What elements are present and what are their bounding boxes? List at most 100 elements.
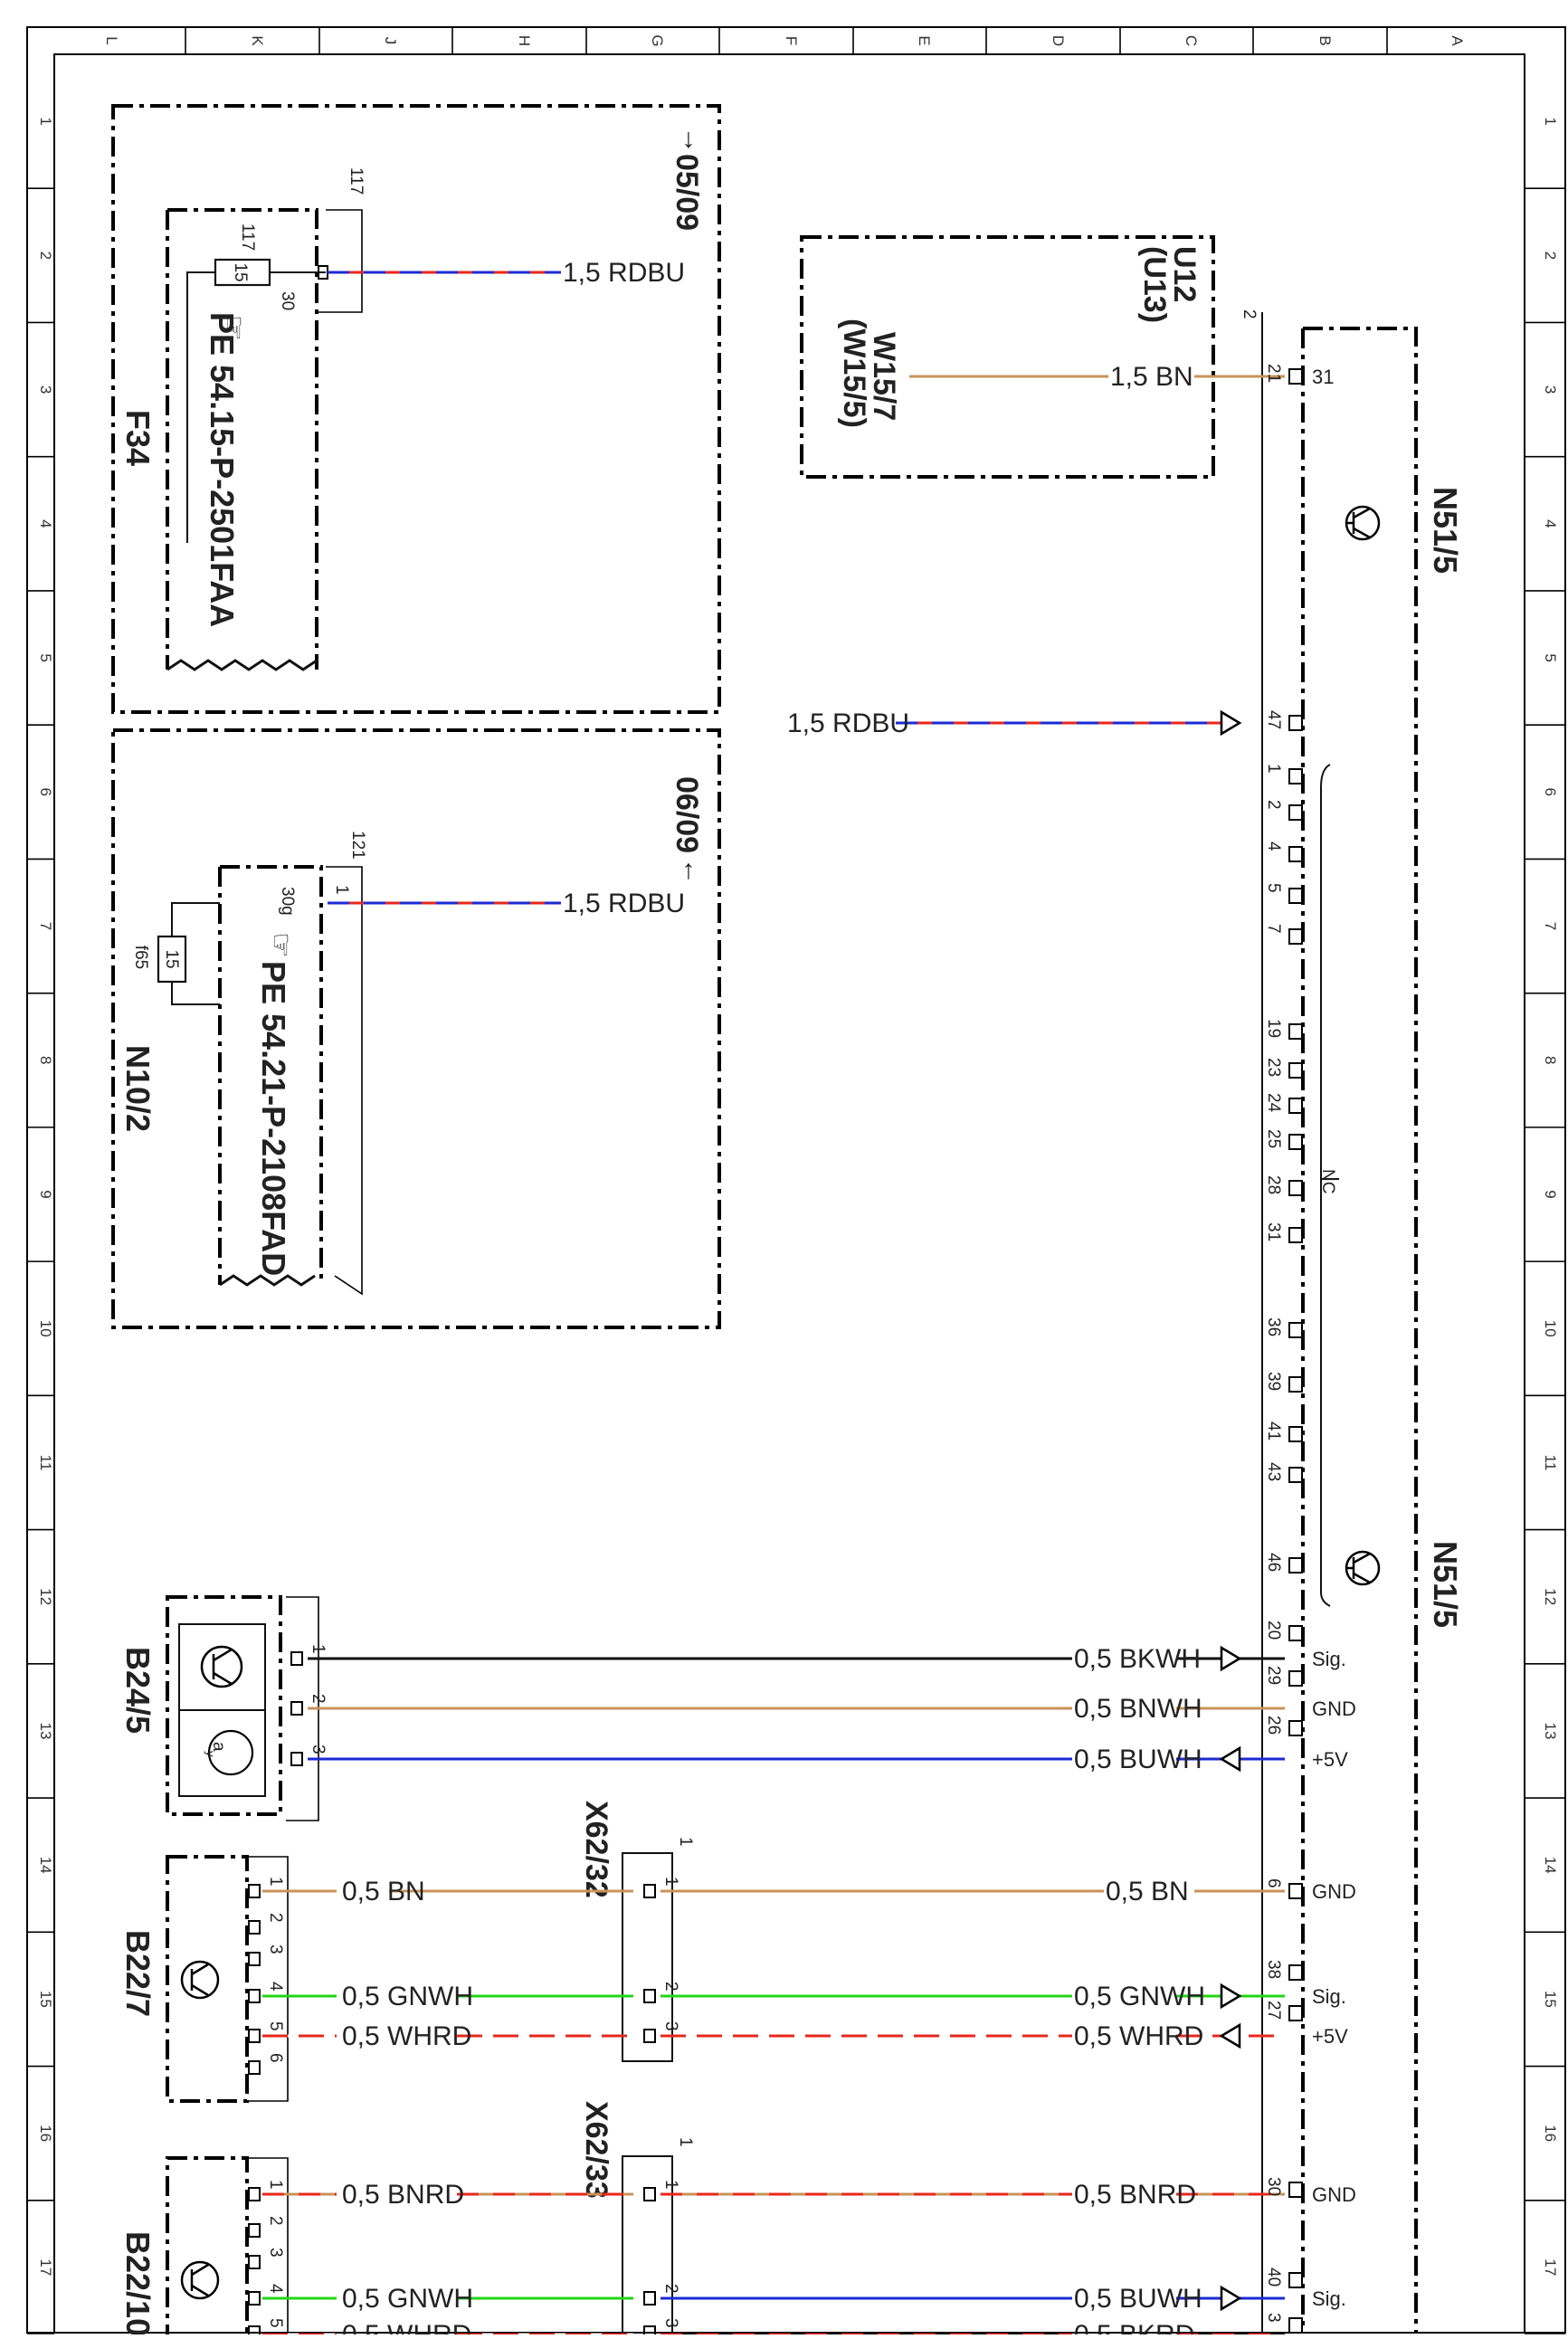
b22-7-pin: 5 xyxy=(248,2021,285,2043)
svg-text:41: 41 xyxy=(1264,1421,1283,1440)
x62-32-index: 1 xyxy=(676,1837,695,1847)
svg-text:3: 3 xyxy=(266,1944,285,1954)
b22-7-name: B22/7 xyxy=(119,1930,157,2017)
wire-label: 0,5 BNWH xyxy=(1074,1694,1202,1724)
grid-number: 3 xyxy=(1542,385,1559,394)
svg-text:2: 2 xyxy=(1264,800,1283,810)
grid-number: 5 xyxy=(37,653,54,661)
grid-number: 13 xyxy=(37,1722,54,1739)
n51-pin: 26 xyxy=(1264,1716,1303,1736)
grid-letter: E xyxy=(916,35,933,45)
grid-number: 13 xyxy=(1542,1722,1559,1739)
grid-number: 17 xyxy=(1542,2258,1559,2276)
svg-text:27: 27 xyxy=(1264,2001,1283,2020)
svg-text:26: 26 xyxy=(1264,1716,1283,1735)
wire-label: 0,5 WHRD xyxy=(1074,2021,1203,2051)
wire-label: 0,5 BN xyxy=(342,1877,425,1906)
grid-letter: A xyxy=(1449,35,1466,46)
connector-x62-32[interactable]: X62/32 1 xyxy=(579,1801,695,2062)
b22-10-pin: 1 xyxy=(248,2180,285,2201)
svg-text:36: 36 xyxy=(1264,1317,1283,1336)
n51-pin: 2 xyxy=(1264,800,1303,821)
n51-pin-label: +5V xyxy=(1312,1748,1348,1771)
n51-pin-label: Sig. xyxy=(1312,2287,1346,2310)
svg-text:3: 3 xyxy=(309,1745,328,1754)
arrow-up-icon: → xyxy=(678,127,708,154)
n51-pin: 30 xyxy=(1264,2177,1303,2198)
x62-33-pin: 1 xyxy=(643,2180,680,2201)
x62-32-pin: 2 xyxy=(643,1982,680,2003)
b24-name: B24/5 xyxy=(119,1647,157,1734)
component-b22-10[interactable]: B22/10 xyxy=(119,2156,289,2339)
n51-pin: 36 xyxy=(1264,1317,1303,1338)
note-hand-icon: ☞ xyxy=(218,315,251,341)
n10-fuse-id: f65 xyxy=(131,946,150,969)
n51-pin: 27 xyxy=(1264,2001,1303,2021)
n51-pin: 25 xyxy=(1264,1129,1303,1150)
wire-label: 0,5 BNRD xyxy=(1074,2180,1196,2210)
component-f34[interactable]: 15 117 30 117 PE 54.15-P-2501FAA ☞ F34 0… xyxy=(111,104,721,714)
svg-text:2: 2 xyxy=(661,2284,680,2294)
component-u12[interactable]: U12 (U13) W15/7 (W15/5) xyxy=(800,235,1215,479)
grid-number: 1 xyxy=(1542,117,1559,125)
n51-pin-label: Sig. xyxy=(1312,1648,1346,1670)
svg-text:21: 21 xyxy=(1264,364,1283,383)
b22-7-pin: 1 xyxy=(248,1877,285,1898)
grid-number: 15 xyxy=(1542,1991,1559,2008)
svg-text:38: 38 xyxy=(1264,1960,1283,1979)
x62-33-index: 1 xyxy=(676,2137,695,2147)
n51-pin: 40 xyxy=(1264,2268,1303,2288)
b24-inner-y: y xyxy=(204,1751,217,1757)
svg-text:6: 6 xyxy=(1264,1878,1283,1888)
component-b24-5[interactable]: a y B24/5 xyxy=(119,1595,319,1821)
n51-pin: 38 xyxy=(1264,1960,1303,1981)
x62-32-pin: 1 xyxy=(643,1877,680,1898)
b24-pin: 1 xyxy=(290,1644,328,1666)
grid-number: 10 xyxy=(37,1320,54,1337)
n51-pin: 4 xyxy=(1264,841,1303,862)
n51-pin: 31 xyxy=(1264,1222,1303,1243)
n10-ref: 06/09 xyxy=(670,776,704,853)
svg-text:1: 1 xyxy=(266,2180,285,2190)
grid-number: 8 xyxy=(37,1056,54,1064)
svg-text:31: 31 xyxy=(1264,1222,1283,1241)
n51-nc: NC xyxy=(1318,1169,1337,1193)
b22-10-name: B22/10 xyxy=(119,2231,157,2334)
svg-text:4: 4 xyxy=(266,1982,285,1992)
component-n10-2[interactable]: 15 f65 30g 1 121 PE 54.21-P-2108FAD ☞ N1… xyxy=(111,728,721,1329)
svg-text:5: 5 xyxy=(1264,883,1283,893)
svg-text:1: 1 xyxy=(309,1644,328,1654)
wire-label: 1,5 RDBU xyxy=(563,258,685,288)
n10-pin-30g: 30g xyxy=(278,887,297,916)
component-b22-7[interactable]: B22/7 xyxy=(119,1855,289,2103)
n10-fuse-value: 15 xyxy=(162,949,181,968)
svg-text:47: 47 xyxy=(1264,710,1283,729)
wire-label: 0,5 BUWH xyxy=(1074,1745,1202,1774)
n51-name-lower: N51/5 xyxy=(1427,1541,1464,1628)
grid-number: 1 xyxy=(37,117,54,125)
n51-pin: 24 xyxy=(1264,1093,1303,1114)
grid-number: 12 xyxy=(1542,1588,1559,1605)
grid-number: 16 xyxy=(1542,2125,1559,2142)
note-hand-icon: ☞ xyxy=(265,932,298,958)
svg-text:30: 30 xyxy=(1264,2177,1283,2196)
arrow-down-icon: ← xyxy=(678,858,708,885)
n51-pin: 6 xyxy=(1264,1878,1303,1899)
grid-number: 4 xyxy=(1542,519,1559,528)
b22-10-pin: 5 xyxy=(248,2318,285,2339)
n51-pin: 1 xyxy=(1264,764,1303,784)
n10-name: N10/2 xyxy=(119,1045,157,1132)
svg-text:3: 3 xyxy=(661,2318,680,2328)
wire-label: 0,5 GNWH xyxy=(1074,1982,1205,2011)
n51-pin-label: GND xyxy=(1312,1697,1356,1720)
wire-label: 0,5 GNWH xyxy=(342,1982,473,2011)
n51-pin: 3 xyxy=(1264,2313,1303,2334)
grid-number: 16 xyxy=(37,2125,54,2142)
svg-text:43: 43 xyxy=(1264,1462,1283,1481)
x62-32-pin: 3 xyxy=(643,2021,680,2043)
grid-number: 14 xyxy=(37,1857,54,1874)
grid-number: 2 xyxy=(37,252,54,260)
n51-pin: 43 xyxy=(1264,1462,1303,1483)
